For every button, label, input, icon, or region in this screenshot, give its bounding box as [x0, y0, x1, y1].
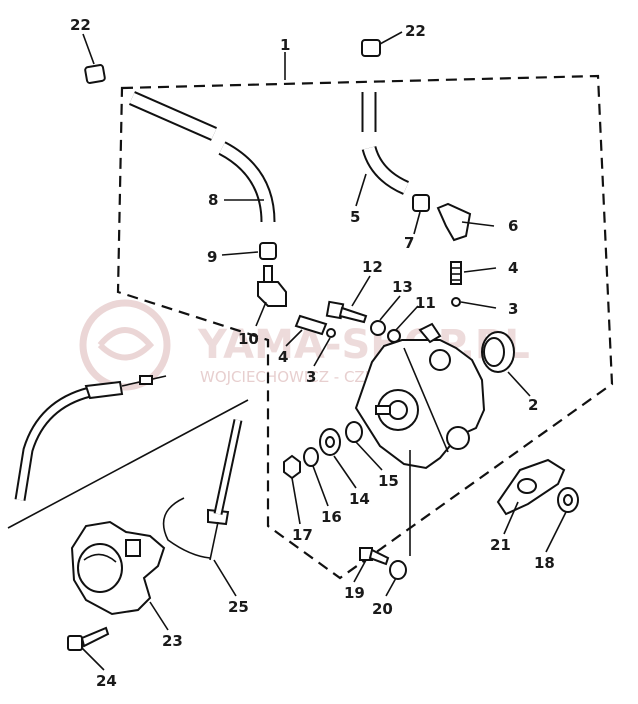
- nut-17: [283, 454, 301, 480]
- callout-12: 12: [362, 258, 383, 276]
- gasket-21: [496, 458, 566, 516]
- cap-22-left: [84, 64, 106, 84]
- watermark-logo-icon: [79, 299, 171, 391]
- callout-17: 17: [292, 526, 313, 544]
- cap-22-right: [361, 39, 381, 57]
- callout-2: 2: [528, 396, 538, 414]
- screw-24: [67, 626, 110, 651]
- washer-11: [387, 329, 401, 343]
- callout-6: 6: [508, 217, 518, 235]
- callout-4a: 4: [508, 259, 518, 277]
- callout-22b: 22: [405, 22, 426, 40]
- assembly-boundary: [116, 52, 614, 580]
- callout-14: 14: [349, 490, 370, 508]
- seal-18: [557, 487, 579, 513]
- callout-15: 15: [378, 472, 399, 490]
- ball-3-right: [451, 297, 461, 307]
- fuel-hose-8: [128, 91, 276, 223]
- callout-19: 19: [344, 584, 365, 602]
- callout-24: 24: [96, 672, 117, 690]
- pump-cover-23: [70, 520, 166, 616]
- callout-8: 8: [208, 191, 218, 209]
- bolt-12: [325, 300, 368, 324]
- callout-3a: 3: [508, 300, 518, 318]
- section-divider: [7, 399, 249, 529]
- cable-25: [162, 419, 243, 561]
- ball-3-left: [326, 328, 336, 338]
- leader-lines: [81, 31, 567, 671]
- callout-11: 11: [415, 294, 436, 312]
- washer-20: [389, 560, 407, 580]
- pump-cable: [14, 375, 167, 501]
- watermark-brand: YAMA-SHOP.PL: [197, 322, 530, 368]
- callout-labels: 22 22 1 8 9 5 7 6 4 3 12 13 11 10 4 3 2 …: [70, 16, 555, 690]
- callout-22a: 22: [70, 16, 91, 34]
- washer-15: [345, 421, 363, 443]
- washer-16: [303, 447, 319, 467]
- callout-18: 18: [534, 554, 555, 572]
- elbow-fitting-6: [436, 202, 472, 242]
- callout-25: 25: [228, 598, 249, 616]
- clip-7: [412, 194, 430, 212]
- callout-3b: 3: [306, 368, 316, 386]
- callout-1: 1: [280, 36, 290, 54]
- spring-4-left: [294, 314, 328, 336]
- callout-4b: 4: [278, 348, 288, 366]
- bolt-19: [359, 547, 390, 566]
- callout-21: 21: [490, 536, 511, 554]
- elbow-fitting-10: [257, 265, 287, 307]
- pulley-14: [319, 428, 341, 456]
- clip-9: [259, 242, 277, 260]
- fuel-hose-5: [361, 92, 410, 195]
- callout-13: 13: [392, 278, 413, 296]
- callout-5: 5: [350, 208, 360, 226]
- callout-9: 9: [207, 248, 217, 266]
- oil-seal-2: [481, 331, 515, 373]
- callout-10: 10: [238, 330, 259, 348]
- callout-16: 16: [321, 508, 342, 526]
- washer-13: [370, 320, 386, 336]
- callout-23: 23: [162, 632, 183, 650]
- oil-pump-body: [354, 322, 486, 556]
- callout-7: 7: [404, 234, 414, 252]
- callout-20: 20: [372, 600, 393, 618]
- spring-4-right: [450, 261, 462, 285]
